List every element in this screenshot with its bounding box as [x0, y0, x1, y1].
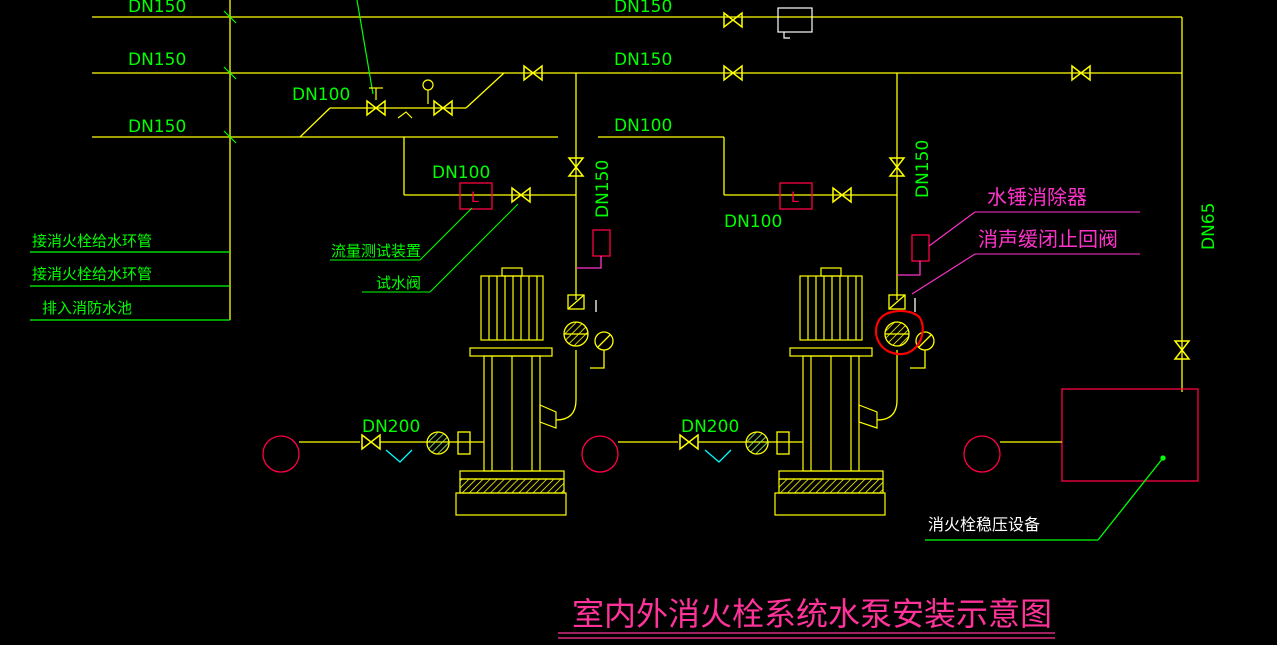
dn-label: DN200 — [362, 417, 420, 437]
flow-test-label: 流量测试装置 — [331, 242, 421, 260]
dn-label: DN100 — [614, 116, 672, 136]
flow-meter-icon: L — [459, 182, 493, 210]
pipe-label-1: 接消火栓给水环管 — [32, 232, 152, 250]
header-pipes — [92, 0, 1183, 392]
svg-text:L: L — [471, 190, 479, 206]
left-label-lines — [30, 251, 230, 321]
pressure-stabilizer-icon — [925, 388, 1199, 541]
water-hammer-eliminator-icon — [897, 234, 930, 276]
diagram-title: 室内外消火栓系统水泵安装示意图 — [572, 595, 1052, 633]
gate-valve-icon — [723, 12, 743, 28]
left-branch-pipes — [403, 73, 577, 421]
flow-meter-icon: L — [779, 182, 813, 210]
dn-label: DN150 — [593, 160, 613, 218]
title-underline — [558, 632, 1055, 639]
check-valve-label: 消声缓闭止回阀 — [978, 227, 1118, 251]
dn-label: DN150 — [128, 0, 186, 17]
header-ticks — [223, 10, 237, 144]
pump-left — [455, 267, 567, 516]
suction-left — [262, 431, 484, 473]
check-valve-icon — [563, 294, 614, 369]
gate-valve-icon — [679, 434, 699, 450]
dn-label: DN200 — [681, 417, 739, 437]
highlight-circle — [874, 309, 924, 356]
svg-text:L: L — [791, 190, 799, 206]
dn-label: DN150 — [614, 50, 672, 70]
right-leaders — [911, 211, 1140, 295]
dn-label: DN150 — [913, 140, 933, 198]
right-branch-pipes — [598, 73, 898, 421]
water-hammer-label: 水锤消除器 — [987, 185, 1087, 209]
dn-label: DN100 — [432, 163, 490, 183]
suction-right — [581, 431, 803, 473]
test-valve-label: 试水阀 — [376, 274, 421, 292]
bypass-pipe — [299, 72, 505, 138]
dn-label: DN65 — [1199, 203, 1219, 250]
pipe-label-3: 排入消防水池 — [42, 299, 132, 317]
gate-valve-icon — [361, 434, 381, 450]
pump-right — [774, 267, 886, 516]
leader-line — [356, 0, 374, 95]
water-hammer-eliminator-icon — [576, 229, 611, 269]
dn-label: DN150 — [614, 0, 672, 17]
pressure-equipment-label: 消火栓稳压设备 — [928, 515, 1040, 534]
dn-label: DN150 — [128, 50, 186, 70]
left-leaders — [330, 203, 519, 293]
dn-label: DN100 — [724, 212, 782, 232]
check-valve-icon — [884, 294, 935, 369]
pipe-label-2: 接消火栓给水环管 — [32, 265, 152, 283]
dn-label: DN150 — [128, 117, 186, 137]
bypass-fittings — [369, 79, 434, 119]
top-device-icon — [777, 7, 813, 39]
dn-label: DN100 — [292, 85, 350, 105]
